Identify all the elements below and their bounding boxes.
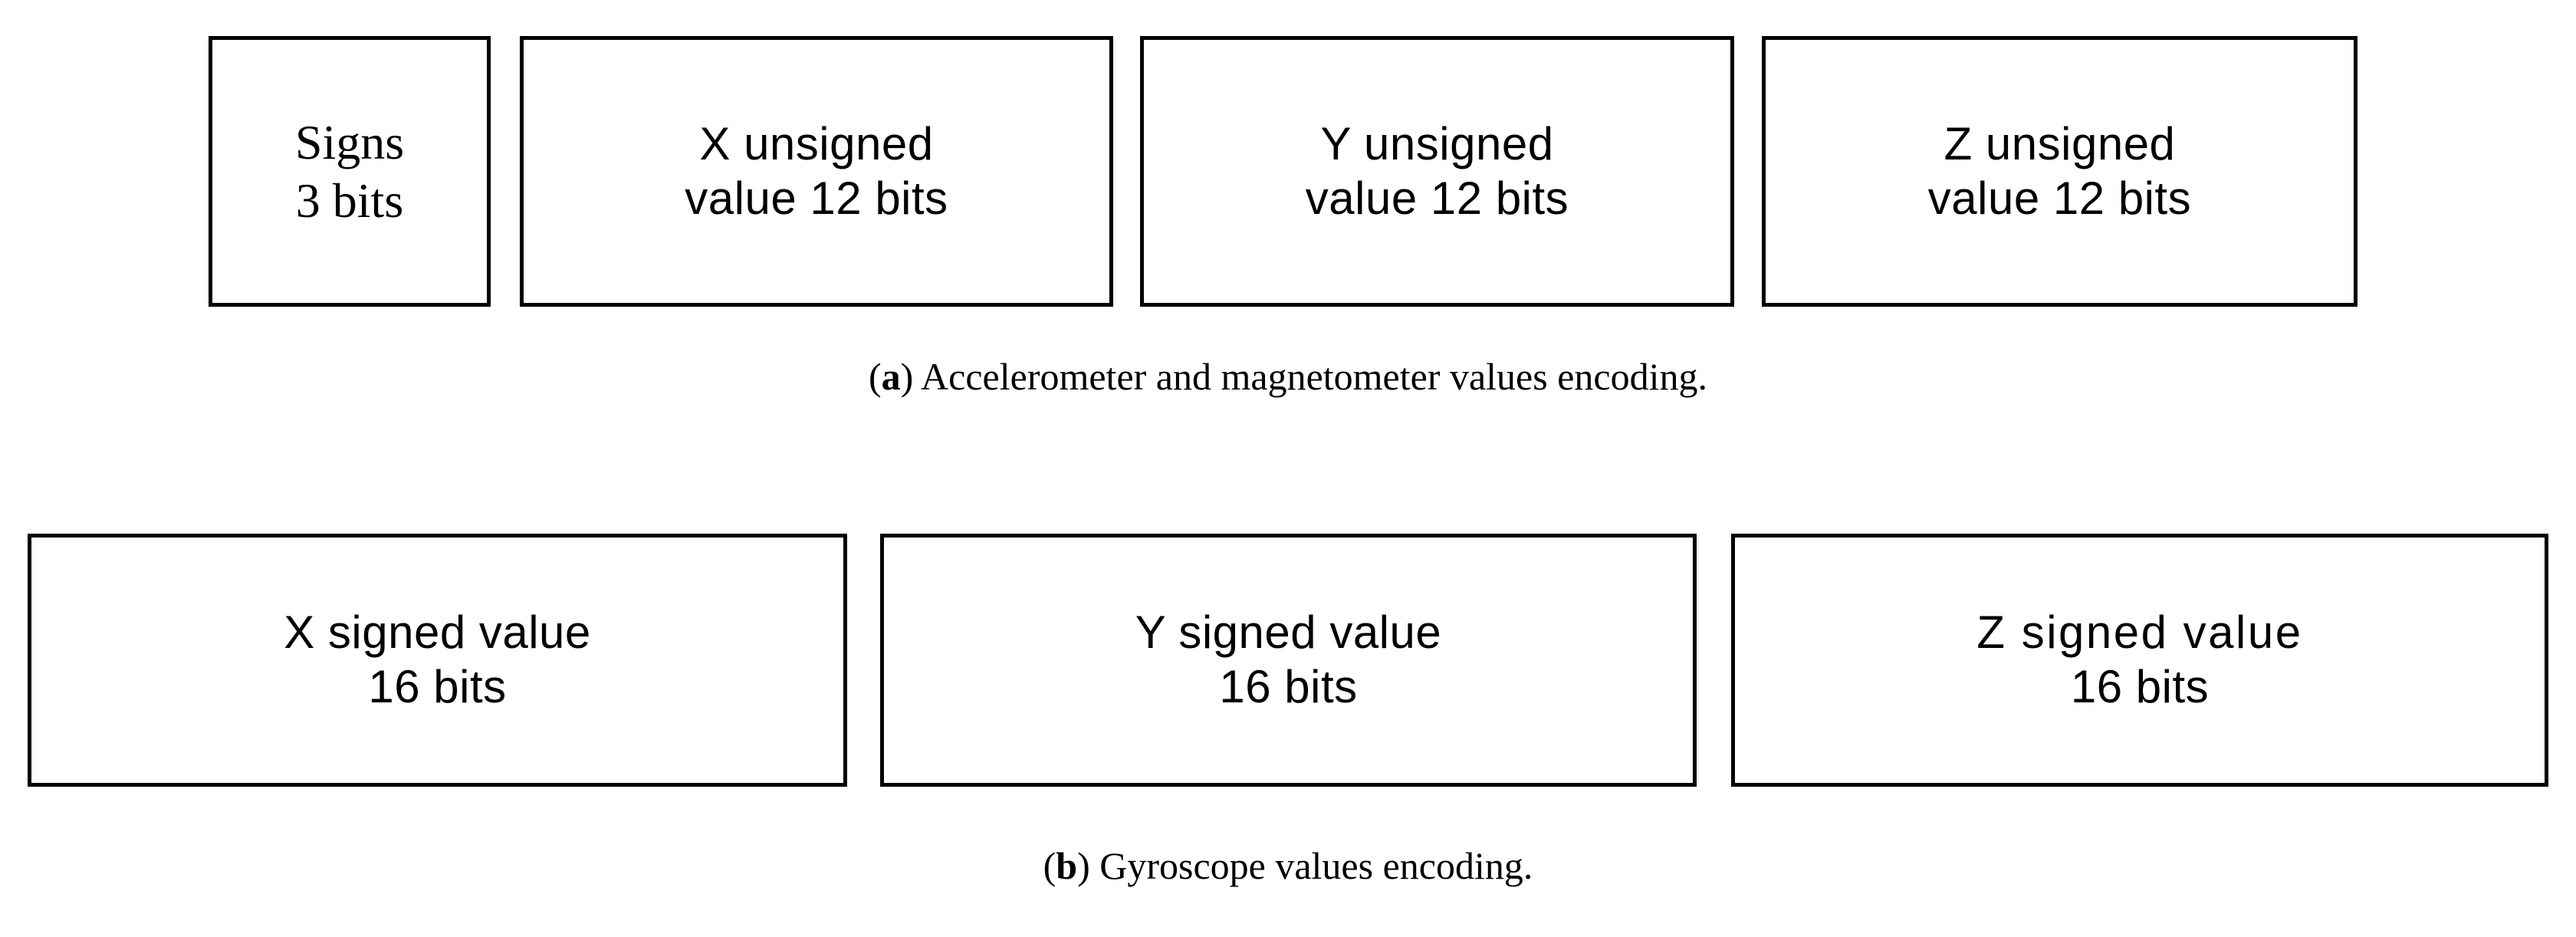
field-box-z-signed: Z signed value 16 bits [1731,534,2548,787]
field-box-z-signed-line-1: Z signed value [1976,607,2303,659]
field-box-signs-line-2: 3 bits [295,173,404,228]
field-box-y-signed: Y signed value 16 bits [880,534,1697,787]
caption-b-text: ) Gyroscope values encoding. [1077,844,1533,887]
field-box-y-unsigned: Y unsigned value 12 bits [1140,36,1734,307]
caption-b-tag: b [1056,844,1078,887]
field-box-y-unsigned-line-2: value 12 bits [1305,172,1569,224]
field-box-x-signed: X signed value 16 bits [28,534,847,787]
field-box-z-unsigned-line-2: value 12 bits [1927,172,2192,224]
caption-a-tag: a [881,355,901,398]
caption-a-open-paren: ( [869,355,882,398]
subfigure-caption-b: (b) Gyroscope values encoding. [0,843,2576,888]
field-box-z-signed-line-2: 16 bits [2070,661,2210,712]
field-box-z-unsigned-line-1: Z unsigned [1944,117,2176,169]
field-box-z-unsigned: Z unsigned value 12 bits [1762,36,2358,307]
field-box-y-unsigned-line-1: Y unsigned [1320,117,1554,169]
field-box-x-unsigned: X unsigned value 12 bits [520,36,1113,307]
field-box-x-signed-line-1: X signed value [284,607,591,659]
caption-b-open-paren: ( [1043,844,1056,887]
caption-a-text: ) Accelerometer and magnetometer values … [900,355,1707,398]
field-box-y-signed-line-2: 16 bits [1219,661,1358,712]
field-box-signs-line-1: Signs [294,114,405,169]
field-box-signs: Signs 3 bits [209,36,491,307]
field-box-x-unsigned-line-2: value 12 bits [685,172,948,224]
field-box-y-signed-line-1: Y signed value [1135,607,1442,659]
field-box-x-unsigned-line-1: X unsigned [699,117,934,169]
field-box-x-signed-line-2: 16 bits [368,661,507,712]
subfigure-caption-a: (a) Accelerometer and magnetometer value… [0,354,2576,399]
